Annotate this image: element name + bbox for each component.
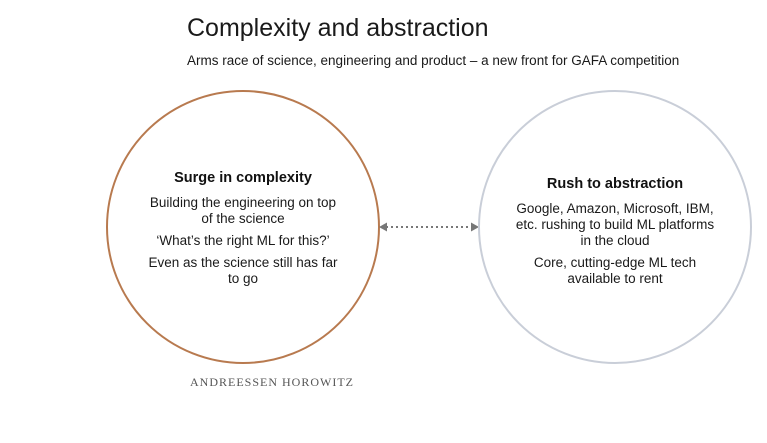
andreessen-horowitz-logo: ANDREESSEN HOROWITZ — [190, 375, 354, 389]
abstraction-heading: Rush to abstraction — [546, 176, 684, 192]
abstraction-point: Core, cutting-edge ML tech available to … — [533, 255, 697, 286]
complexity-circle-content: Surge in complexity Building the enginee… — [108, 170, 378, 293]
slide-subtitle: Arms race of science, engineering and pr… — [187, 53, 680, 68]
slide-title: Complexity and abstraction — [187, 14, 489, 42]
double-headed-dotted-arrow-icon — [379, 222, 479, 232]
abstraction-circle-content: Rush to abstraction Google, Amazon, Micr… — [480, 176, 750, 293]
complexity-point: Building the engineering on top of the s… — [149, 195, 337, 226]
complexity-circle: Surge in complexity Building the enginee… — [106, 90, 380, 364]
abstraction-point: Google, Amazon, Microsoft, IBM, etc. rus… — [515, 201, 715, 248]
complexity-point: Even as the science still has far to go — [148, 255, 338, 286]
abstraction-circle: Rush to abstraction Google, Amazon, Micr… — [478, 90, 752, 364]
complexity-heading: Surge in complexity — [174, 170, 312, 186]
complexity-point: ‘What’s the right ML for this?’ — [156, 233, 330, 248]
